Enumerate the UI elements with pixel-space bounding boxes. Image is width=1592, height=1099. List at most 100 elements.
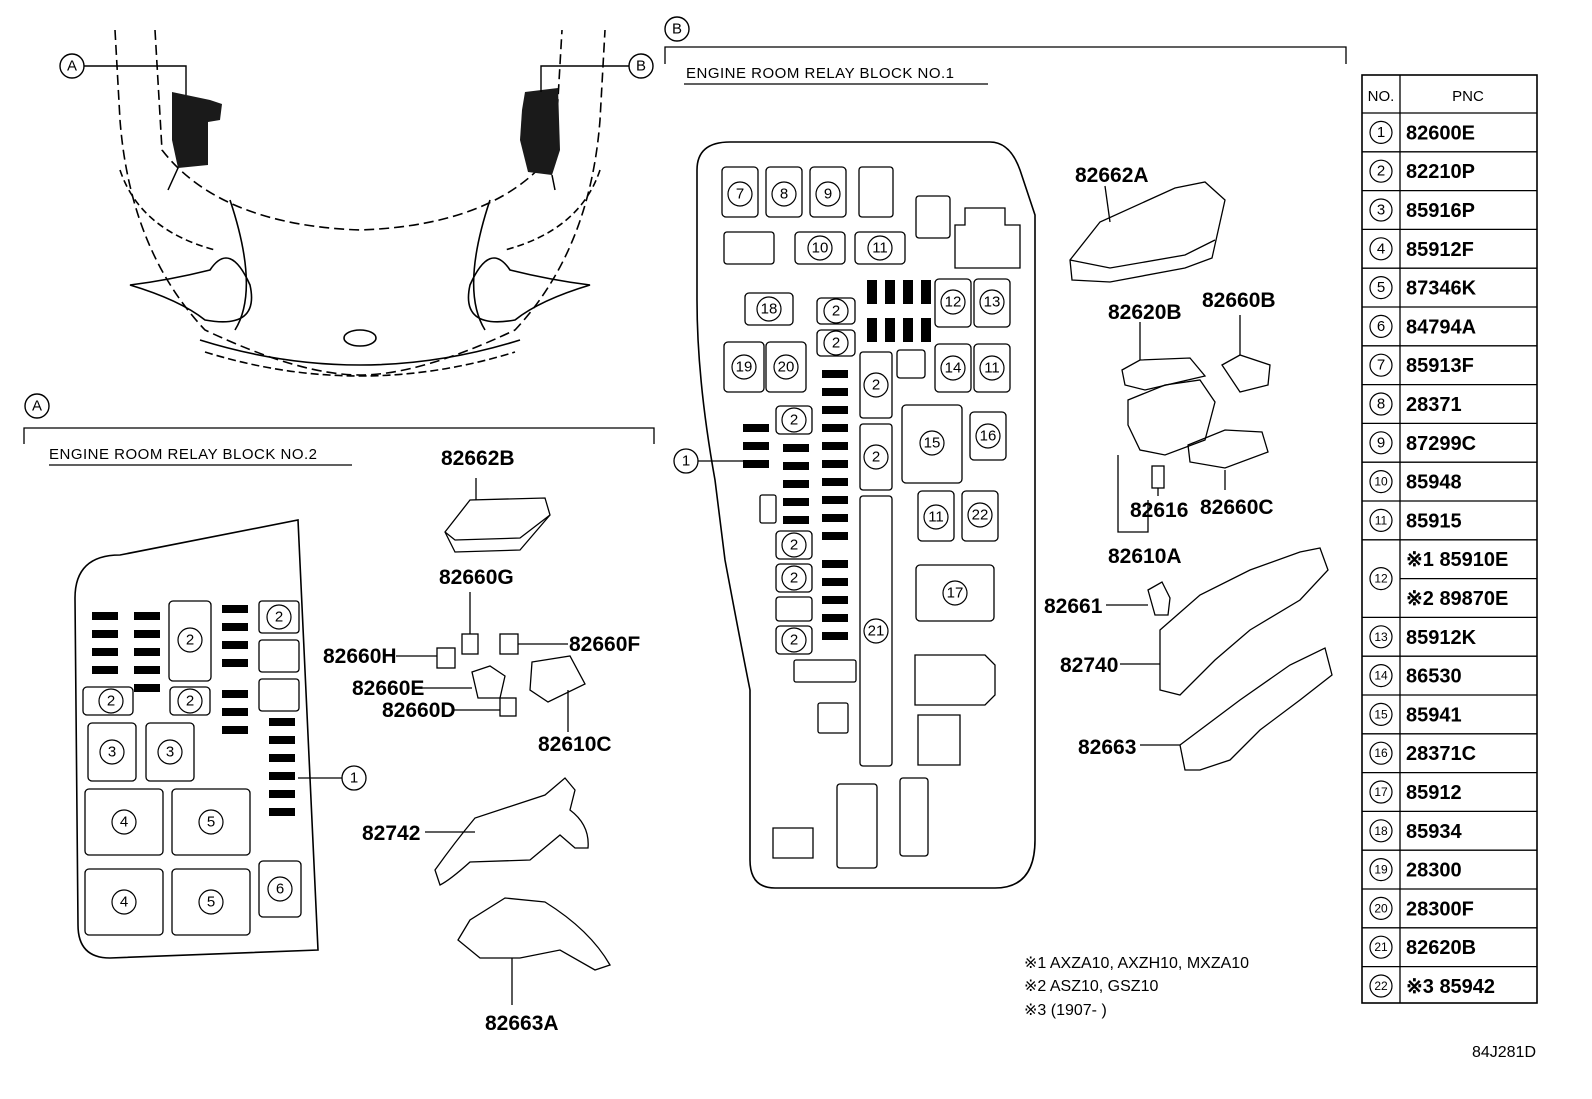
svg-text:15: 15 — [924, 435, 941, 452]
row-number: 2 — [1377, 163, 1385, 180]
parts-b-illustrations — [1069, 181, 1333, 771]
row-pnc: 85912F — [1406, 239, 1474, 261]
part-label-82660c: 82660C — [1200, 496, 1274, 519]
block-b-callout-1: 1 — [682, 453, 690, 470]
row-number-circle — [1369, 663, 1393, 688]
relay-block-location-a — [167, 92, 222, 191]
row-number-circle — [1369, 237, 1393, 261]
row-number-circle — [1369, 625, 1393, 649]
row-pnc: 85934 — [1406, 821, 1462, 843]
svg-text:11: 11 — [984, 360, 1000, 377]
svg-text:4: 4 — [120, 814, 128, 831]
svg-text:14: 14 — [945, 360, 962, 377]
row-pnc: 85913F — [1406, 355, 1474, 377]
section-b-bracket — [664, 46, 1347, 64]
svg-text:18: 18 — [761, 301, 778, 318]
row-number: 14 — [1374, 669, 1388, 683]
table-row: 14 86530 — [1369, 663, 1462, 688]
part-label-82662b: 82662B — [441, 447, 515, 470]
row-pnc: 28300 — [1406, 860, 1462, 882]
relay-block-location-b — [520, 88, 560, 191]
row-number-circle — [1369, 780, 1393, 804]
row-number: 5 — [1377, 279, 1385, 296]
row-pnc: 85941 — [1406, 704, 1462, 726]
row-pnc: 85916P — [1406, 200, 1475, 222]
row-number: 1 — [1377, 124, 1385, 141]
diagram-code: 84J281D — [1472, 1044, 1536, 1061]
row-number: 7 — [1377, 357, 1385, 374]
row-number-circle — [1369, 896, 1393, 921]
row-pnc: 84794A — [1406, 316, 1476, 338]
part-label-82663a: 82663A — [485, 1012, 559, 1035]
part-label-82620b: 82620B — [1108, 301, 1182, 324]
svg-text:22: 22 — [972, 507, 989, 524]
svg-text:6: 6 — [276, 881, 284, 898]
row-pnc: 86530 — [1406, 666, 1462, 688]
table-row: 22※3 85942 — [1369, 974, 1495, 998]
row-pnc: 85912K — [1406, 627, 1477, 649]
svg-text:20: 20 — [778, 359, 795, 376]
row-pnc: 87299C — [1406, 433, 1476, 455]
part-label-82660h: 82660H — [323, 645, 397, 668]
svg-text:17: 17 — [947, 585, 964, 602]
row-pnc: ※3 85942 — [1406, 976, 1495, 998]
svg-text:16: 16 — [980, 428, 997, 445]
svg-text:9: 9 — [824, 186, 832, 203]
svg-text:13: 13 — [984, 294, 1001, 311]
row-number: 16 — [1374, 746, 1388, 760]
row-number-circle — [1369, 470, 1393, 494]
svg-text:5: 5 — [207, 814, 215, 831]
part-label-82663: 82663 — [1078, 736, 1136, 759]
part-label-82610c: 82610C — [538, 733, 612, 756]
row-pnc: 28371C — [1406, 743, 1476, 765]
svg-text:8: 8 — [780, 186, 788, 203]
part-label-82661: 82661 — [1044, 595, 1103, 618]
row-number-circle — [1369, 819, 1393, 843]
row-number: 20 — [1374, 901, 1388, 915]
svg-text:19: 19 — [736, 359, 753, 376]
relay-slots-a — [82, 600, 302, 936]
row-pnc: 85912 — [1406, 782, 1462, 804]
part-label-82660b: 82660B — [1202, 289, 1276, 312]
svg-text:4: 4 — [120, 894, 128, 911]
row-pnc: 28371 — [1406, 394, 1462, 416]
row-pnc: 28300F — [1406, 898, 1474, 920]
table-row: 16 28371C — [1369, 741, 1476, 765]
svg-text:3: 3 — [166, 744, 174, 761]
svg-text:11: 11 — [928, 509, 944, 526]
row-number-circle — [1369, 276, 1393, 300]
row-number-circle — [1369, 857, 1393, 882]
svg-text:12: 12 — [945, 294, 962, 311]
fuse-slots-b — [743, 280, 931, 640]
row-number-circle — [1369, 120, 1393, 144]
row-number-circle — [1369, 566, 1393, 591]
relay-slots-b — [721, 166, 1021, 869]
car-overview — [114, 29, 606, 377]
part-label-82662a: 82662A — [1075, 164, 1149, 187]
table-row: 7 85913F — [1369, 353, 1474, 377]
row-pnc: 82620B — [1406, 937, 1476, 959]
section-b-marker — [664, 16, 690, 42]
row-pnc: 87346K — [1406, 278, 1477, 300]
part-label-82742: 82742 — [362, 822, 420, 845]
part-label-82660e: 82660E — [352, 677, 424, 700]
parts-a-illustrations — [396, 478, 611, 1005]
svg-text:2: 2 — [832, 303, 840, 320]
part-label-82660d: 82660D — [382, 699, 456, 722]
svg-text:7: 7 — [736, 186, 744, 203]
marker-b-overview: B — [636, 58, 646, 75]
block-b-title: ENGINE ROOM RELAY BLOCK NO.1 — [686, 65, 955, 82]
row-number-circle — [1369, 431, 1393, 455]
table-row: 12※1 85910E※2 89870E — [1369, 549, 1508, 610]
svg-text:2: 2 — [872, 377, 880, 394]
